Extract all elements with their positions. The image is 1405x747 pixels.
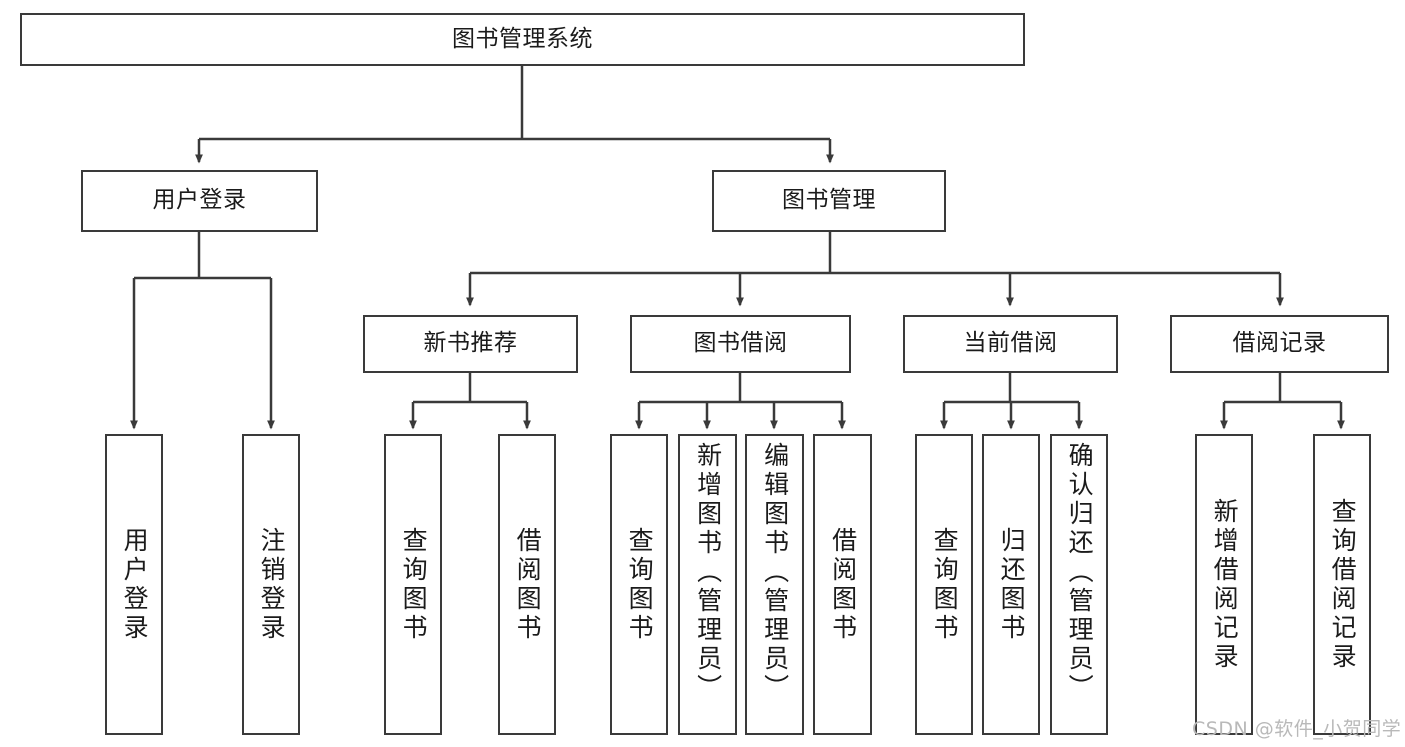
node-leaf-borrow-book-1[interactable]: 借阅图书 bbox=[498, 434, 556, 735]
node-new-book-recommend[interactable]: 新书推荐 bbox=[363, 315, 578, 373]
node-label: 新增借阅记录 bbox=[1210, 497, 1240, 672]
node-label: 用户登录 bbox=[152, 187, 247, 214]
node-leaf-borrow-book-2[interactable]: 借阅图书 bbox=[813, 434, 872, 735]
node-borrow-record[interactable]: 借阅记录 bbox=[1170, 315, 1389, 373]
node-leaf-add-book-admin[interactable]: 新增图书（管理员） bbox=[678, 434, 737, 735]
node-leaf-query-book-3[interactable]: 查询图书 bbox=[915, 434, 973, 735]
node-label: 注销登录 bbox=[257, 526, 287, 643]
csdn-watermark: CSDN @软件_小贺同学 bbox=[1192, 718, 1402, 740]
node-leaf-return-book[interactable]: 归还图书 bbox=[982, 434, 1040, 735]
node-label: 借阅图书 bbox=[513, 526, 543, 643]
node-label: 归还图书 bbox=[997, 526, 1027, 643]
node-leaf-user-login[interactable]: 用户登录 bbox=[105, 434, 163, 735]
node-label: 图书管理系统 bbox=[452, 25, 593, 52]
node-label: 当前借阅 bbox=[963, 330, 1058, 357]
node-label: 查询图书 bbox=[399, 526, 429, 643]
node-label: 查询图书 bbox=[930, 526, 960, 643]
node-label: 新书推荐 bbox=[423, 330, 518, 357]
node-leaf-edit-book-admin[interactable]: 编辑图书（管理员） bbox=[745, 434, 804, 735]
node-leaf-query-book-2[interactable]: 查询图书 bbox=[610, 434, 668, 735]
node-leaf-confirm-return-admin[interactable]: 确认归还（管理员） bbox=[1050, 434, 1108, 735]
node-label: 图书管理 bbox=[782, 187, 876, 214]
node-label: 用户登录 bbox=[120, 526, 150, 643]
node-user-login[interactable]: 用户登录 bbox=[81, 170, 318, 232]
node-label: 编辑图书（管理员） bbox=[760, 442, 790, 703]
node-root-book-management-system[interactable]: 图书管理系统 bbox=[20, 13, 1025, 66]
node-leaf-add-borrow-record[interactable]: 新增借阅记录 bbox=[1195, 434, 1253, 735]
node-leaf-query-book-1[interactable]: 查询图书 bbox=[384, 434, 442, 735]
node-label: 图书借阅 bbox=[693, 330, 788, 357]
node-label: 新增图书（管理员） bbox=[693, 442, 723, 703]
node-book-management[interactable]: 图书管理 bbox=[712, 170, 946, 232]
node-label: 确认归还（管理员） bbox=[1065, 442, 1095, 703]
node-current-borrow[interactable]: 当前借阅 bbox=[903, 315, 1118, 373]
node-leaf-query-borrow-record[interactable]: 查询借阅记录 bbox=[1313, 434, 1371, 735]
node-label: 借阅图书 bbox=[828, 526, 858, 643]
node-label: 借阅记录 bbox=[1232, 330, 1327, 357]
node-leaf-logout-login[interactable]: 注销登录 bbox=[242, 434, 300, 735]
node-label: 查询图书 bbox=[625, 526, 655, 643]
node-label: 查询借阅记录 bbox=[1328, 497, 1358, 672]
node-book-borrow[interactable]: 图书借阅 bbox=[630, 315, 851, 373]
